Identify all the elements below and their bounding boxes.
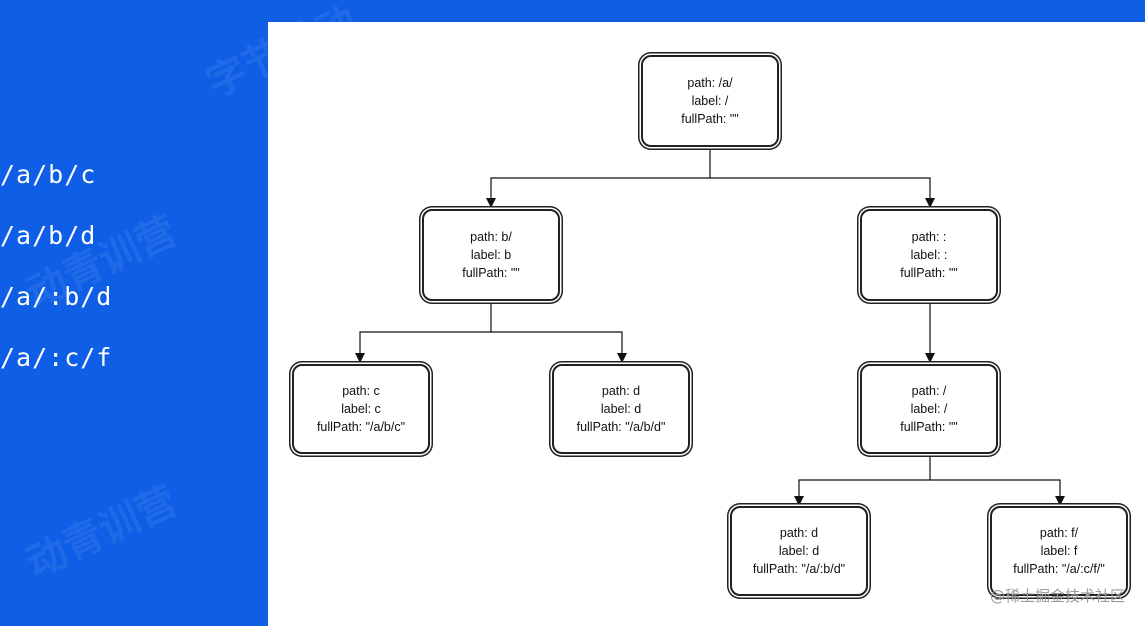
node-fullpath: fullPath: "" <box>462 266 520 280</box>
node-d: path: d label: d fullPath: "/a/b/d" <box>552 364 690 454</box>
node-fullpath: fullPath: "" <box>900 266 958 280</box>
node-label: label: / <box>691 94 729 108</box>
node-path: path: /a/ <box>687 76 733 90</box>
node-d-param: path: d label: d fullPath: "/a/:b/d" <box>730 506 868 596</box>
route-item: /a/:c/f <box>0 343 113 372</box>
tree-edges <box>355 150 1065 506</box>
route-item: /a/:b/d <box>0 282 113 311</box>
node-b: path: b/ label: b fullPath: "" <box>422 209 560 301</box>
node-root: path: /a/ label: / fullPath: "" <box>641 55 779 147</box>
node-fullpath: fullPath: "" <box>900 420 958 434</box>
edge-root-b <box>486 150 711 208</box>
edge-b-c <box>355 304 492 363</box>
site-watermark: @稀土掘金技术社区 <box>989 587 1125 605</box>
node-fullpath: fullPath: "" <box>681 112 739 126</box>
route-item: /a/b/c <box>0 160 97 189</box>
node-fullpath: fullPath: "/a/:c/f/" <box>1013 562 1105 576</box>
node-fullpath: fullPath: "/a/b/d" <box>576 420 666 434</box>
node-fullpath: fullPath: "/a/:b/d" <box>752 562 846 576</box>
node-path: path: d <box>779 526 819 540</box>
node-label: label: d <box>778 544 820 558</box>
edge-root-colon <box>710 177 935 208</box>
edge-slash-d <box>794 457 931 506</box>
node-label: label: f <box>1040 544 1078 558</box>
node-colon: path: : label: : fullPath: "" <box>860 209 998 301</box>
background-watermark: 动青训营 <box>19 477 184 588</box>
node-label: label: b <box>470 248 512 262</box>
tree-diagram-panel: path: /a/ label: / fullPath: "" path: b/… <box>268 22 1145 626</box>
route-item: /a/b/d <box>0 221 97 250</box>
edge-b-d <box>491 331 627 363</box>
node-path: path: c <box>342 384 380 398</box>
node-label: label: c <box>341 402 381 416</box>
node-path: path: / <box>911 384 947 398</box>
edge-slash-f <box>930 479 1065 506</box>
node-path: path: f/ <box>1039 526 1079 540</box>
node-path: path: d <box>601 384 641 398</box>
node-slash: path: / label: / fullPath: "" <box>860 364 998 454</box>
node-path: path: b/ <box>470 230 512 244</box>
node-c: path: c label: c fullPath: "/a/b/c" <box>292 364 430 454</box>
node-label: label: d <box>600 402 642 416</box>
node-label: label: : <box>910 248 948 262</box>
node-f: path: f/ label: f fullPath: "/a/:c/f/" <box>990 506 1128 596</box>
route-list: /a/b/c /a/b/d /a/:b/d /a/:c/f <box>0 160 112 404</box>
node-fullpath: fullPath: "/a/b/c" <box>316 420 406 434</box>
node-label: label: / <box>910 402 948 416</box>
node-path: path: : <box>911 230 947 244</box>
